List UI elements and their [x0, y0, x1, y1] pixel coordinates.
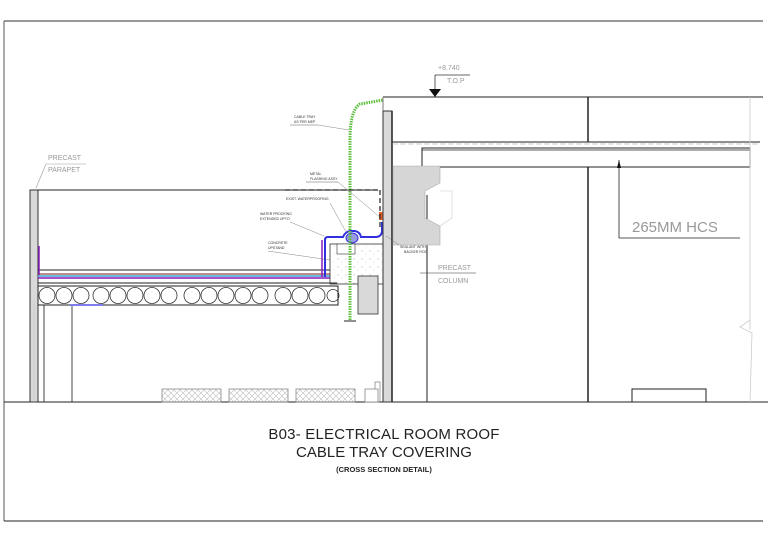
- svg-text:CONCRETE: CONCRETE: [268, 241, 288, 245]
- svg-text:AS PER MEP: AS PER MEP: [294, 120, 316, 124]
- svg-text:PRECAST: PRECAST: [438, 265, 472, 272]
- ceiling-panels: [161, 388, 707, 403]
- precast-column: [374, 96, 763, 403]
- svg-text:EXIST. WATERPROOFING: EXIST. WATERPROOFING: [286, 197, 329, 201]
- svg-text:WATER PROOFING: WATER PROOFING: [260, 212, 292, 216]
- svg-text:PARAPET: PARAPET: [48, 167, 81, 174]
- svg-text:UPSTAND: UPSTAND: [268, 246, 285, 250]
- detail-notes: CABLE TRAY AS PER MEP METAL FLASHING ASS…: [260, 115, 428, 261]
- drawing-caption: (CROSS SECTION DETAIL): [336, 465, 432, 474]
- svg-text:EXTENDED UPTO: EXTENDED UPTO: [260, 217, 290, 221]
- concrete-upstand: [321, 212, 386, 315]
- svg-text:COLUMN: COLUMN: [438, 278, 468, 285]
- level-value: +8.740: [438, 65, 460, 72]
- drawing-subtitle: CABLE TRAY COVERING: [296, 444, 472, 461]
- svg-text:265MM HCS: 265MM HCS: [632, 219, 718, 236]
- svg-text:BACKER ROD: BACKER ROD: [404, 250, 428, 254]
- svg-text:METAL: METAL: [310, 172, 321, 176]
- title-block: B03- ELECTRICAL ROOM ROOF CABLE TRAY COV…: [5, 403, 763, 520]
- column-label: PRECAST COLUMN: [420, 265, 476, 285]
- drawing-title: B03- ELECTRICAL ROOM ROOF: [268, 426, 500, 443]
- slab-label: 265MM HCS: [617, 160, 740, 239]
- svg-text:FLASHING ASSY: FLASHING ASSY: [310, 177, 338, 181]
- cable-tray: [344, 98, 384, 322]
- svg-text:SEALANT WITH: SEALANT WITH: [400, 245, 426, 249]
- parapet-label: PRECAST PARAPET: [35, 155, 86, 189]
- svg-text:PRECAST: PRECAST: [48, 155, 82, 162]
- level-marker: +8.740 T.O.P: [429, 65, 470, 97]
- svg-text:CABLE TRAY: CABLE TRAY: [294, 115, 316, 119]
- level-label: T.O.P: [447, 78, 465, 85]
- roof-build-up: [37, 246, 340, 306]
